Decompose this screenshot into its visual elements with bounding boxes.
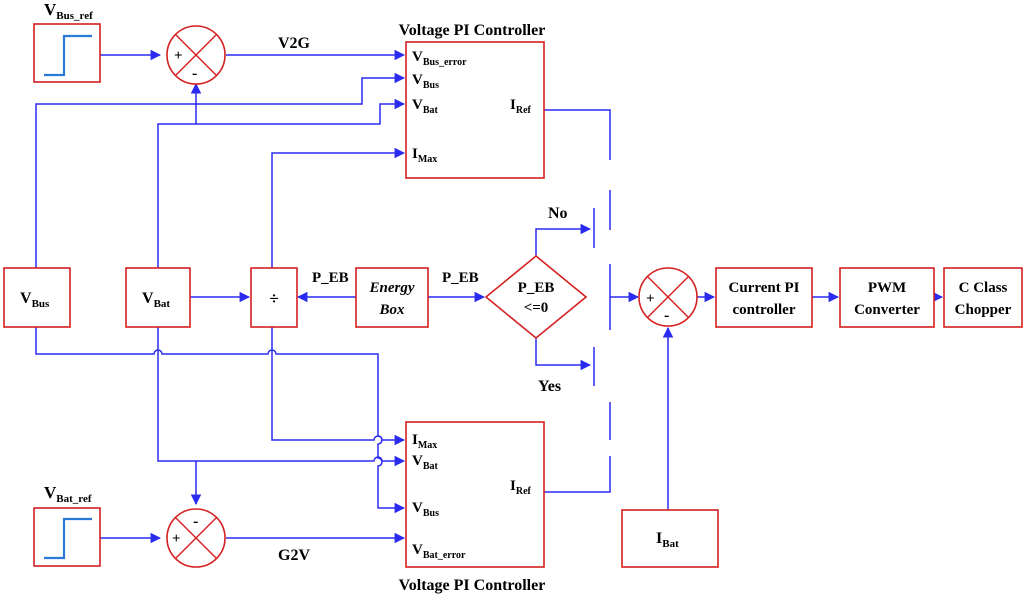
wire-vbat-to-top-pi [157,98,406,268]
p-eb-left-label: P_EB [312,270,349,286]
wire-decision-yes [535,338,592,371]
vbus-ref-block: VBus_ref [33,0,101,83]
c-class-chopper-block: C Class Chopper [943,267,1023,328]
energy-box-line1: Energy [369,280,415,296]
bottom-pi-title: Voltage PI Controller [399,577,546,594]
step-signal-icon [44,34,92,77]
bottom-pi-input-vbat: VBat [412,453,439,472]
yes-branch-label: Yes [538,378,561,395]
decision-line2: <=0 [524,300,549,316]
divide-block: ÷ [250,267,298,328]
current-pi-line2: controller [732,302,795,318]
bottom-pi-input-vbus: VBus [412,500,439,519]
pwm-converter-block: PWM Converter [839,267,935,328]
energy-box-block: Energy Box [355,267,429,328]
wire-imax-to-bottom-pi [271,327,406,446]
bottom-summer-plus: + [172,531,181,547]
pwm-line1: PWM [868,280,906,296]
top-summer-plus: + [174,48,183,64]
current-pi-block: Current PI controller [715,267,813,328]
vbus-block: VBus [3,267,71,328]
current-pi-line1: Current PI [729,280,800,296]
top-pi-input-imax: IMax [412,146,437,165]
decision-diamond: P_EB <=0 [484,254,588,340]
top-pi-input-vbus: VBus [412,72,439,91]
wire-bottom-iref [544,456,611,493]
vbat-ref-block: VBat_ref [33,483,101,567]
wire-top-iref [544,109,611,160]
chopper-line1: C Class [959,280,1008,296]
right-summer-plus: + [646,291,655,307]
vbat-ref-label: VBat_ref [44,483,92,505]
wire-vbus-to-top-pi [35,72,406,268]
p-eb-right-label: P_EB [442,270,479,286]
bottom-pi-input-imax: IMax [412,432,437,451]
vbus-ref-label: VBus_ref [44,0,93,22]
vbat-label: VBat [142,290,170,310]
vbus-label: VBus [20,290,50,310]
top-voltage-pi-controller: Voltage PI Controller VBus_error VBus VB… [399,22,546,179]
top-pi-input-vbat: VBat [412,97,439,116]
g2v-label: G2V [278,547,310,564]
wire-vbus-to-bottom-pi [35,327,406,514]
bottom-pi-input-vbat-error: VBat_error [412,542,466,561]
v2g-label: V2G [278,35,311,52]
chopper-line2: Chopper [955,302,1012,318]
bottom-summer-minus: - [193,513,198,530]
bottom-voltage-pi-controller: IMax VBat VBus VBat_error IRef Voltage P… [399,421,546,594]
wire-imax-to-top-pi [271,147,406,268]
divide-icon: ÷ [269,289,278,308]
no-branch-label: No [548,205,568,222]
decision-line1: P_EB [518,280,555,296]
right-summing-junction: + - [638,267,698,327]
ibat-block: IBat [621,509,719,568]
bottom-summing-junction: - + [166,508,226,568]
wire-vbat-to-bottom-pi [157,327,406,467]
top-pi-output-iref: IRef [510,97,532,116]
pwm-line2: Converter [854,302,920,318]
top-summer-minus: - [192,65,197,82]
top-summing-junction: + - [166,25,226,85]
vbat-block: VBat [125,267,191,328]
right-summer-minus: - [664,307,669,324]
ibat-label: IBat [656,530,679,550]
bottom-pi-output-iref: IRef [510,478,532,497]
energy-box-line2: Box [378,302,405,318]
signal-wires [35,49,944,544]
top-pi-title: Voltage PI Controller [399,22,546,39]
step-signal-icon [44,517,92,560]
wire-decision-no [535,223,592,256]
top-pi-input-vbus-error: VBus_error [412,49,467,68]
